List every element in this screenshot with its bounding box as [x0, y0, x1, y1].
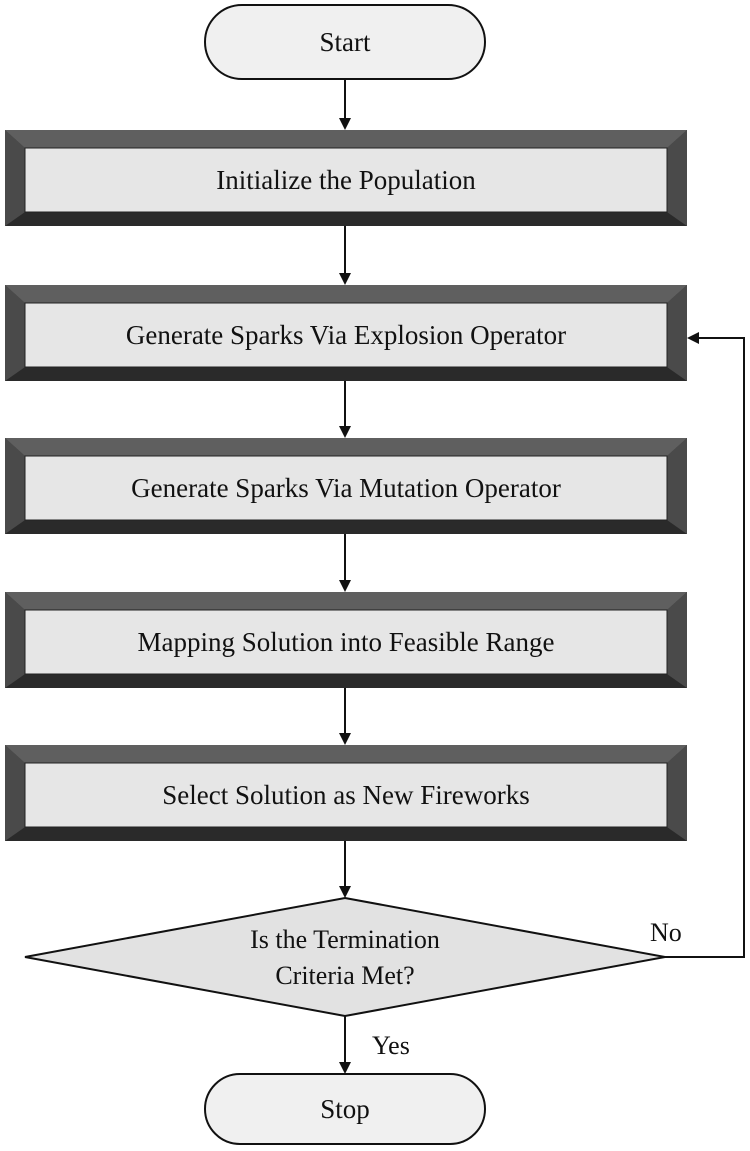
decision-label: Is the Termination Criteria Met? [185, 920, 505, 996]
decision-label-line1: Is the Termination [250, 925, 440, 954]
step-mutation-label: Generate Sparks Via Mutation Operator [131, 472, 561, 503]
decision-label-line2: Criteria Met? [275, 961, 415, 990]
step-initialize-label: Initialize the Population [216, 164, 476, 195]
step-explosion-label: Generate Sparks Via Explosion Operator [125, 319, 567, 350]
step-box-mutation [5, 438, 687, 534]
arrow-decision-no-loop [665, 332, 745, 958]
stop-label: Stop [320, 1093, 370, 1124]
step-box-initialize [5, 130, 687, 226]
step-mapping-label: Mapping Solution into Feasible Range [137, 626, 555, 657]
start-label: Start [319, 26, 371, 57]
no-branch-label: No [650, 918, 682, 947]
step-box-mapping [5, 592, 687, 688]
yes-branch-label: Yes [372, 1031, 410, 1060]
step-select-label: Select Solution as New Fireworks [162, 779, 530, 810]
step-box-explosion [5, 285, 687, 381]
stop-terminal [204, 1073, 486, 1145]
step-box-select [5, 745, 687, 841]
